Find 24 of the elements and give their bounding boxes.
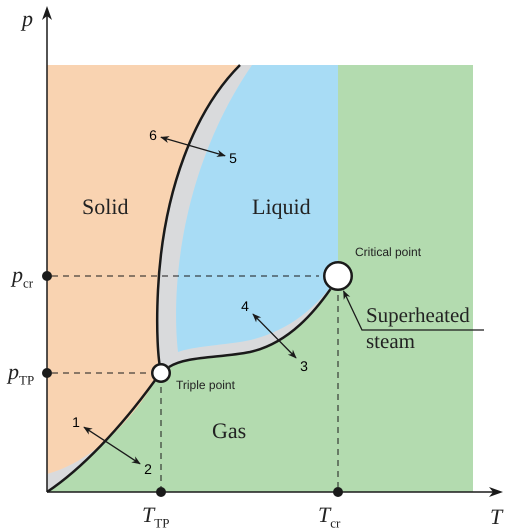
point-label: Triple point [176,379,235,391]
leader-line [342,290,484,331]
tick-label: T$_{TP}$ [142,504,170,530]
tick-label: T$_{cr}$ [318,504,340,530]
region-label: Solid [82,196,128,218]
callout-number: 1 [70,414,82,430]
callout-number: 4 [239,298,251,314]
callout-number: 6 [147,127,159,143]
callout-number: 3 [298,358,310,374]
double-arrow [160,136,226,157]
tick-label: p$_{TP}$ [8,361,34,386]
tick-label: p$_{cr}$ [12,264,34,290]
double-arrow [252,314,297,358]
callout-number: 5 [227,150,239,166]
callout-text: Superheated steam [366,302,484,354]
state-point-circle [151,363,171,383]
phase-boundary-line [168,288,332,368]
axis-label: p [22,8,33,30]
region-label: Liquid [252,196,311,218]
point-label: Critical point [355,246,422,258]
double-arrow [83,426,141,464]
callout-number: 2 [142,461,154,477]
axis-label: T [490,506,502,528]
region-label: Gas [212,420,246,442]
